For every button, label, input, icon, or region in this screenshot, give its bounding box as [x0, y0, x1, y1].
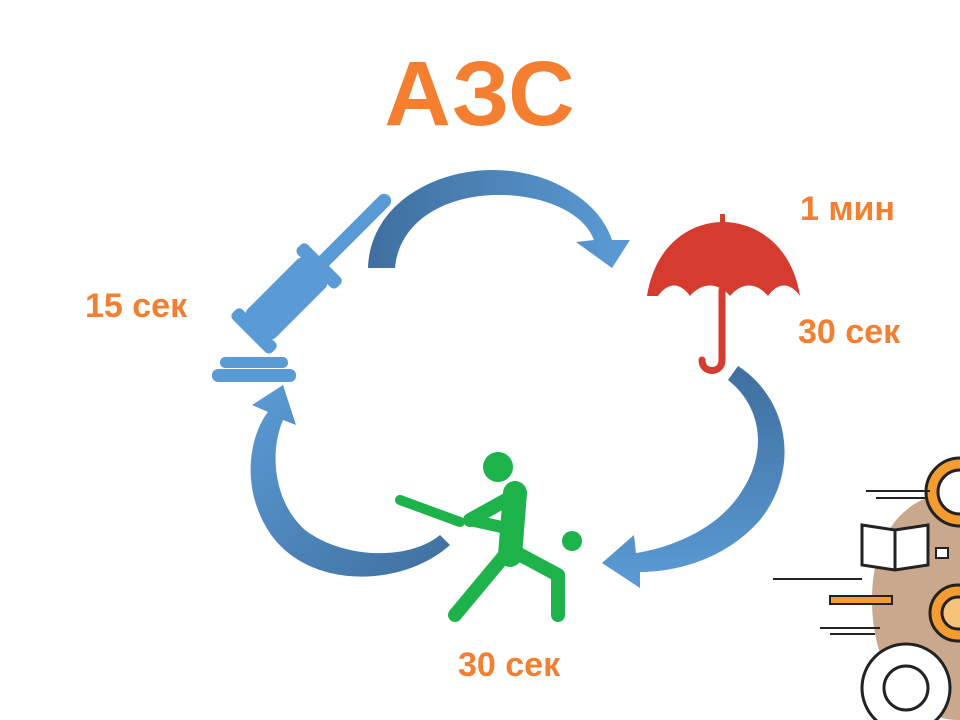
page-title: АЗС [384, 43, 576, 145]
batter-icon [395, 452, 582, 622]
arrow-top [368, 170, 630, 268]
step-time-left: 15 сек [85, 287, 188, 325]
umbrella-icon [647, 214, 800, 374]
gavel-icon [212, 193, 392, 382]
study-decoration-icon [773, 456, 960, 720]
arrow-left [250, 385, 450, 577]
step-time-bottom: 30 сек [458, 646, 561, 684]
step-time-top-right: 1 мин [800, 190, 895, 228]
step-time-right: 30 сек [798, 313, 901, 351]
arrow-right [602, 366, 785, 588]
